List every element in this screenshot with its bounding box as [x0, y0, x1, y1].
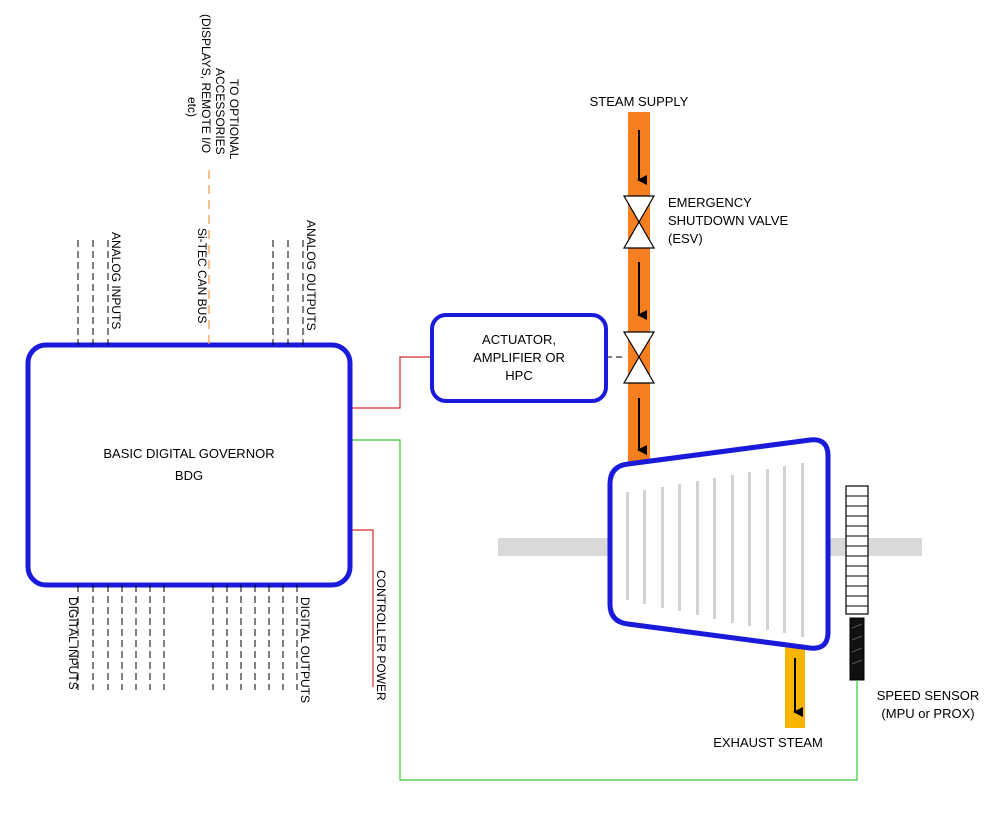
accessories-label-3: (DISPLAYS, REMOTE I/O [199, 14, 213, 153]
digital-input-lines [77, 585, 165, 690]
turbine-blades [626, 463, 804, 637]
actuator-wire [350, 356, 432, 409]
controller-power-wire [350, 529, 374, 687]
emergency-shutdown-valve-icon [622, 195, 656, 249]
can-bus-label: Si-TEC CAN BUS [195, 228, 209, 323]
actuator-label-3: HPC [505, 368, 532, 383]
analog-inputs-label: ANALOG INPUTS [109, 232, 123, 329]
governor-abbrev: BDG [175, 468, 203, 483]
steam-supply-label: STEAM SUPPLY [590, 94, 689, 109]
speed-sensor-icon [849, 617, 865, 681]
esv-label-2: SHUTDOWN VALVE [668, 213, 788, 228]
controller-power-label: CONTROLLER POWER [374, 570, 388, 701]
digital-outputs-label: DIGITAL OUTPUTS [298, 597, 312, 703]
digital-inputs-label: DIGITAL INPUTS [66, 597, 80, 690]
digital-output-lines [212, 585, 298, 690]
accessories-label-1: TO OPTIONAL [227, 79, 241, 160]
esv-label-3: (ESV) [668, 231, 703, 246]
actuator-label-2: AMPLIFIER OR [473, 350, 565, 365]
analog-output-lines [272, 240, 304, 345]
speed-sensor-label-1: SPEED SENSOR [877, 688, 980, 703]
accessories-label-4: etc) [185, 97, 199, 117]
governor-title: BASIC DIGITAL GOVERNOR [103, 446, 274, 461]
actuator-label-1: ACTUATOR, [482, 332, 556, 347]
speed-sensor-wire [350, 439, 858, 781]
governor-box [25, 342, 353, 588]
control-valve-icon [622, 331, 656, 384]
esv-label-1: EMERGENCY [668, 195, 752, 210]
toothed-wheel [845, 485, 869, 615]
analog-input-lines [77, 240, 109, 345]
analog-outputs-label: ANALOG OUTPUTS [304, 220, 318, 331]
actuator-box [430, 313, 608, 403]
exhaust-steam-label: EXHAUST STEAM [713, 735, 823, 750]
speed-sensor-label-2: (MPU or PROX) [881, 706, 974, 721]
accessories-label-2: ACCESSORIES [213, 68, 227, 155]
turbine-casing [607, 437, 831, 651]
